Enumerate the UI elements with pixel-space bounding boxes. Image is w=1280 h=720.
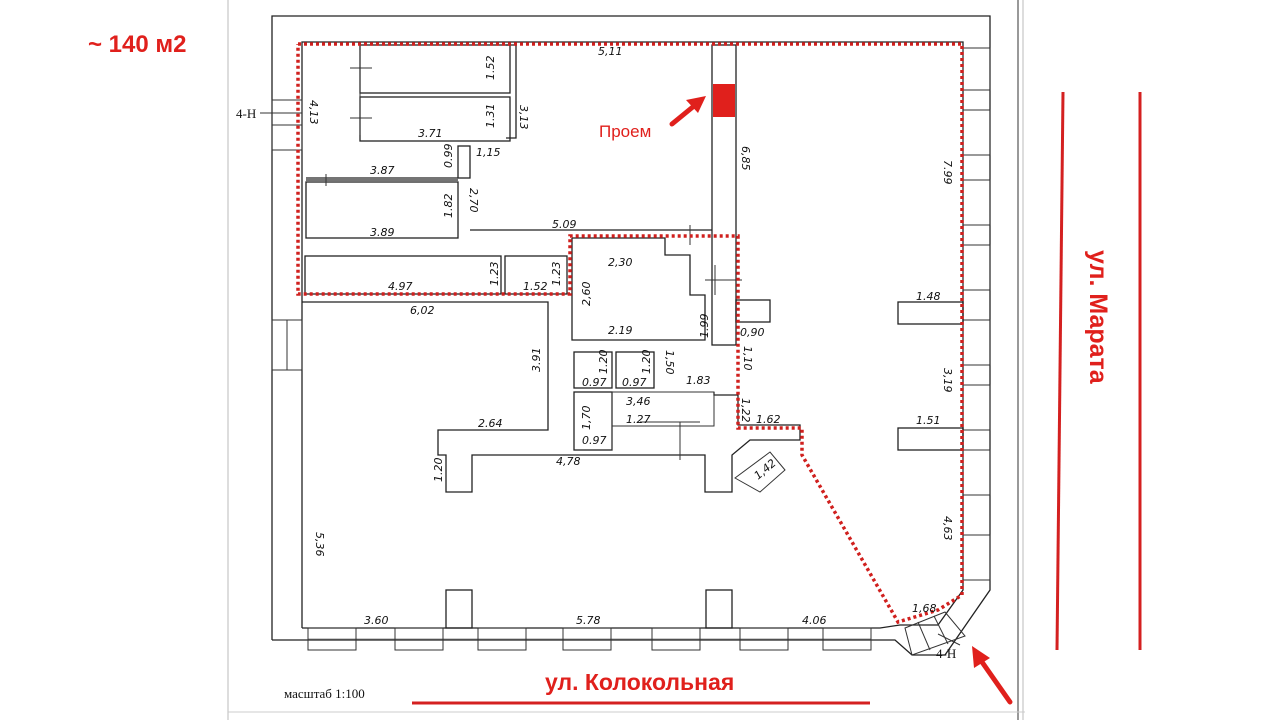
opening-label: Проем [599, 122, 651, 141]
dimension-label: 4.97 [388, 280, 413, 293]
pier [445, 589, 733, 629]
arrow-icon [669, 96, 706, 127]
interior-walls [302, 44, 964, 493]
dimension-label: 7.99 [941, 160, 954, 185]
dimension-label: 4,63 [941, 516, 954, 541]
scale-label: масштаб 1:100 [284, 686, 365, 701]
window-left [271, 99, 303, 371]
arrow-icon [972, 646, 1013, 705]
dimension-label: 1.51 [916, 414, 941, 427]
dimension-label: 3.91 [530, 348, 543, 373]
dimension-label: 1,15 [476, 146, 501, 159]
dimension-label: 0.99 [442, 144, 455, 169]
axis-mark: 4-Н [236, 106, 256, 121]
dimension-label: 4,78 [556, 455, 581, 468]
dimension-label: 3,13 [517, 105, 530, 130]
dimension-label: 0,90 [740, 326, 765, 339]
street-kolokolnaya: ул. Колокольная [545, 669, 734, 695]
dimension-label: 1.20 [597, 350, 610, 375]
axis-mark: 4-Н [936, 646, 956, 661]
dimension-label: 1,68 [912, 602, 937, 615]
building-outline [271, 15, 991, 656]
dimension-label: 1,10 [741, 346, 754, 371]
dimension-label: 5,11 [598, 45, 623, 58]
window-bottom [307, 627, 872, 651]
dimension-label: 1,70 [580, 406, 593, 431]
dimension-label: 1.27 [626, 413, 651, 426]
dimension-labels: 5,11 1.52 3,13 4,13 1.31 3.71 3.87 0.99 … [307, 45, 954, 627]
dimension-label: 1.83 [686, 374, 711, 387]
street-line [1055, 91, 1065, 651]
dimension-label: 3.87 [370, 164, 395, 177]
dimension-label: 1.23 [550, 262, 563, 287]
dimension-label: 5.78 [576, 614, 601, 627]
dimension-label: 2.64 [478, 417, 503, 430]
dimension-label: 1.99 [698, 314, 711, 339]
corner-entrance [904, 611, 966, 656]
dimension-label: 1.23 [488, 262, 501, 287]
dimension-label: 4,13 [307, 100, 320, 125]
highlighted-area-boundary [296, 42, 964, 625]
dimension-label: 3.71 [418, 127, 443, 140]
dimension-label: 3.60 [364, 614, 389, 627]
dimension-label: 1.31 [484, 104, 497, 129]
dimension-label: 1.52 [523, 280, 548, 293]
dimension-label: 3.89 [370, 226, 395, 239]
dimension-label: 3,46 [626, 395, 651, 408]
dimension-label: 3,19 [941, 368, 954, 393]
dimension-label: 2,60 [580, 282, 593, 307]
dimension-label: 1,22 [739, 398, 752, 423]
dimension-label: 2,70 [467, 188, 480, 213]
dimension-label: 0.97 [582, 434, 607, 447]
street-marata: ул. Марата [1084, 250, 1112, 385]
dimension-label: 1,50 [663, 350, 676, 375]
window-right [962, 47, 991, 581]
dimension-label: 0.97 [622, 376, 647, 389]
dimension-label: 1.82 [442, 194, 455, 219]
dimension-label: 1.20 [640, 350, 653, 375]
dimension-label: 2,30 [608, 256, 633, 269]
opening-marker [713, 84, 735, 117]
area-label: ~ 140 м2 [88, 31, 187, 58]
dimension-label: 6,02 [410, 304, 435, 317]
dimension-label: 6,85 [739, 146, 752, 171]
dimension-label: 4.06 [802, 614, 827, 627]
dimension-label: 5.09 [552, 218, 577, 231]
dimension-label: 1.62 [756, 413, 781, 426]
dimension-label: 0.97 [582, 376, 607, 389]
dimension-label: 1,42 [752, 457, 779, 483]
dimension-label: 1.20 [432, 458, 445, 483]
dimension-label: 2.19 [608, 324, 633, 337]
dimension-label: 5,36 [313, 532, 326, 557]
dimension-label: 1.52 [484, 56, 497, 81]
dimension-label: 1.48 [916, 290, 941, 303]
